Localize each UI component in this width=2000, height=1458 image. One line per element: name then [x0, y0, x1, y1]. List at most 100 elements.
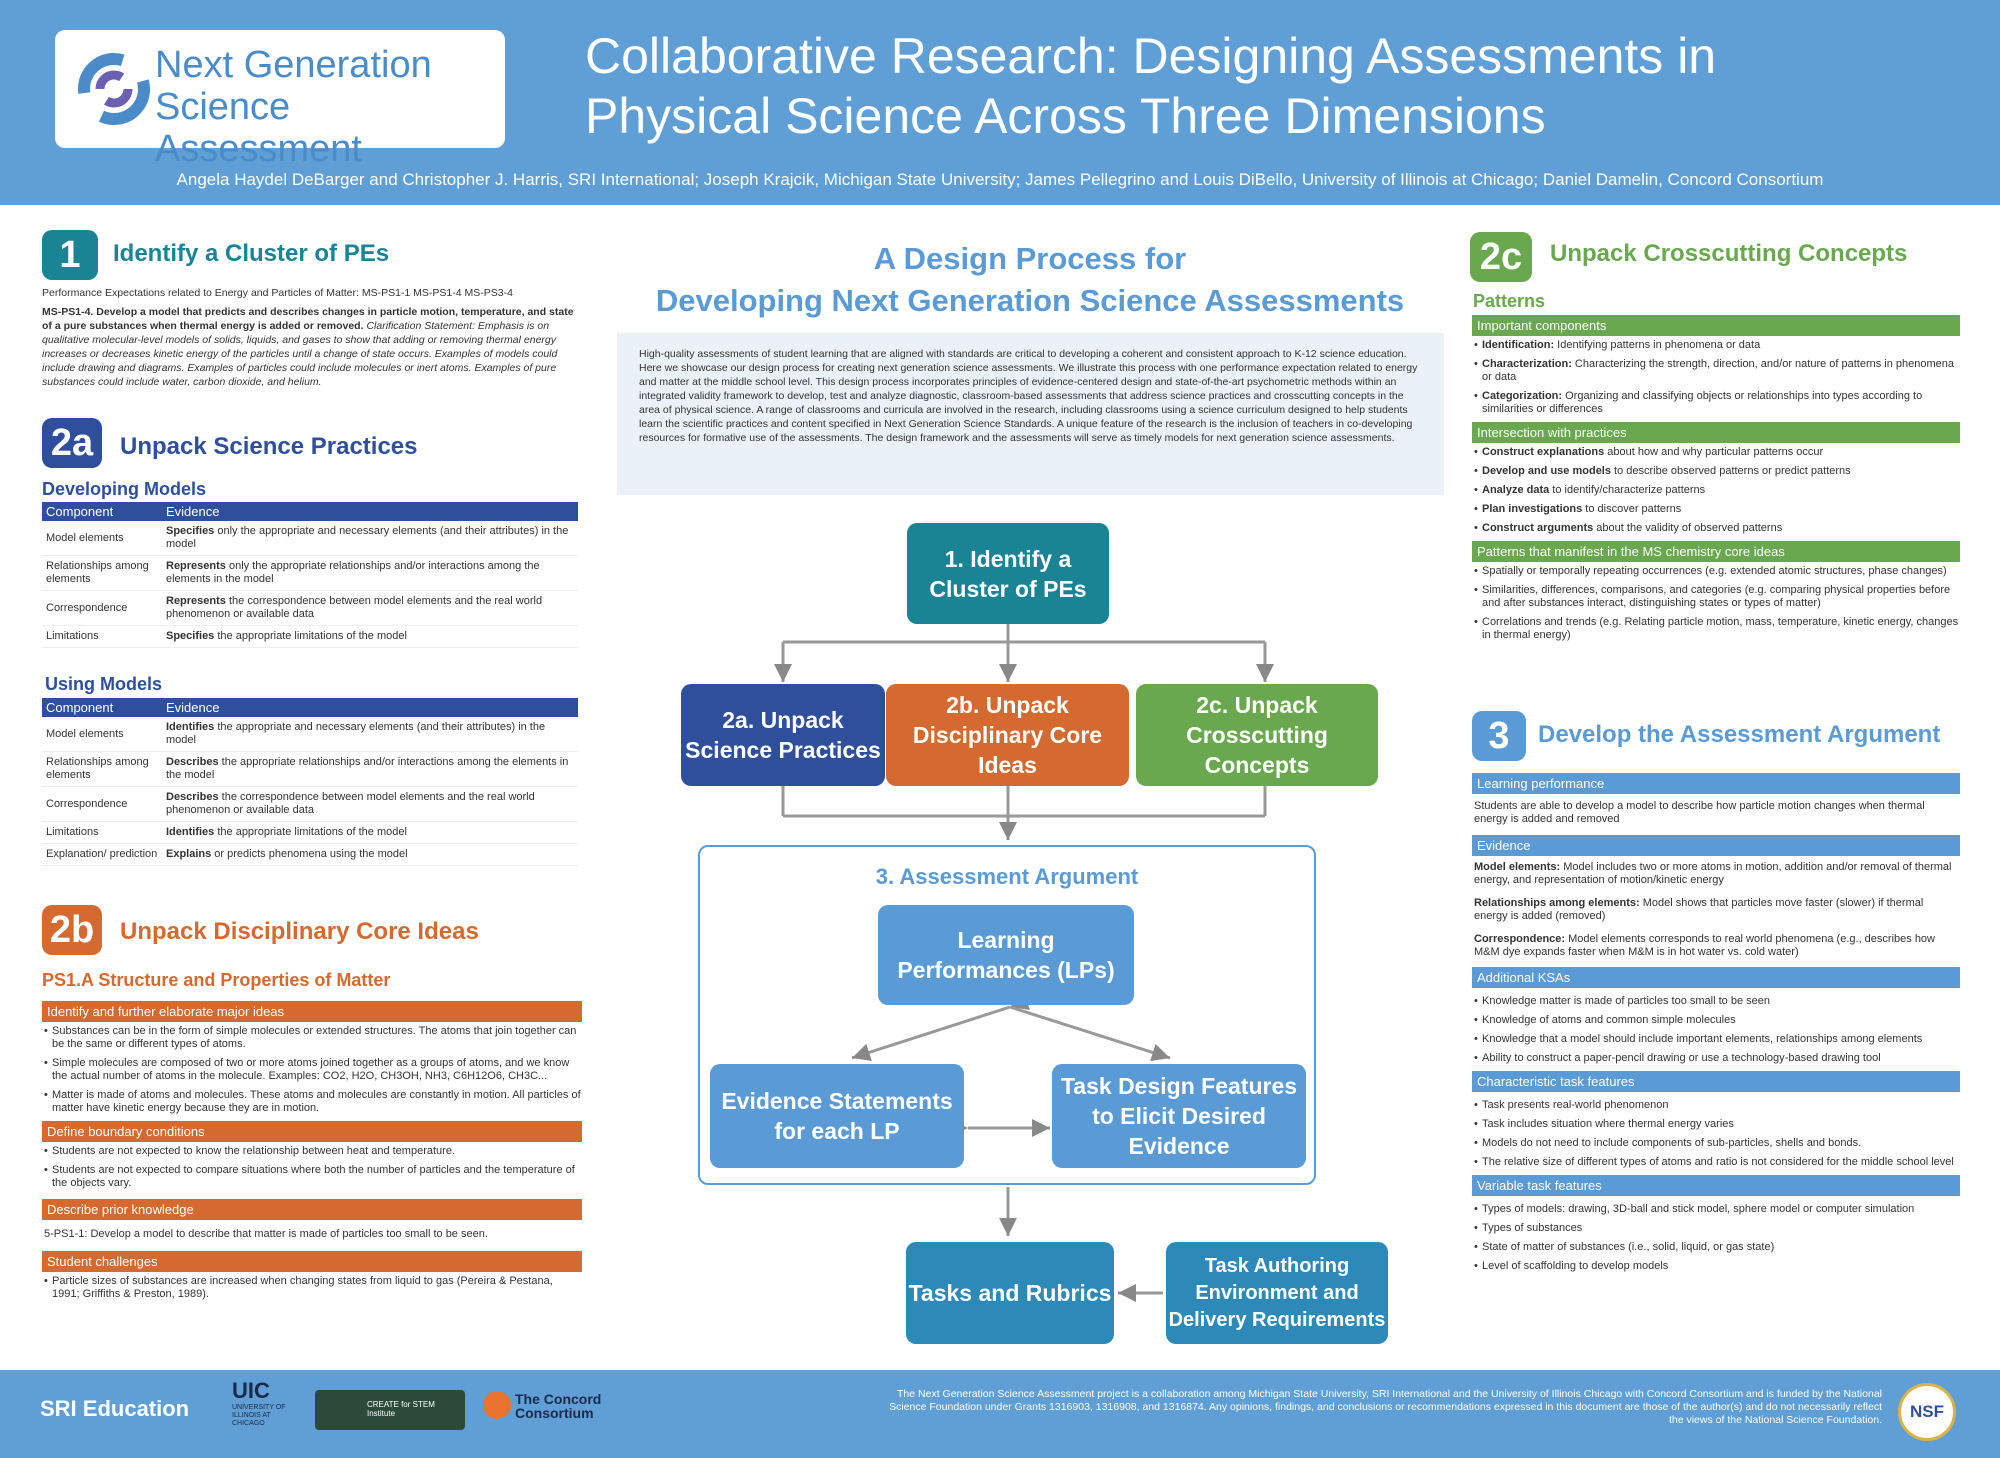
section-2c-title: Unpack Crosscutting Concepts — [1550, 240, 1908, 267]
col-component: Component — [42, 502, 162, 521]
evidence-cell: Represents only the appropriate relation… — [162, 555, 578, 591]
component-cell: Limitations — [42, 821, 162, 844]
list-item: State of matter of substances (i.e., sol… — [1472, 1238, 1960, 1257]
ctf-list: Task presents real-world phenomenonTask … — [1472, 1092, 1960, 1172]
footer-note: The Next Generation Science Assessment p… — [889, 1388, 1882, 1426]
evidence-lead: Relationships among elements: — [1474, 897, 1640, 909]
evidence-body: Model shows that particles move faster (… — [1474, 897, 1924, 922]
item-text: about how and why particular patterns oc… — [1604, 446, 1824, 458]
list-item: Ability to construct a paper-pencil draw… — [1472, 1049, 1960, 1068]
flow-box-tasks-rubrics: Tasks and Rubrics — [906, 1242, 1114, 1344]
evidence-text: the correspondence between model element… — [166, 791, 535, 816]
list-item: Matter is made of atoms and molecules. T… — [42, 1086, 582, 1118]
evidence-text: only the appropriate and necessary eleme… — [166, 525, 569, 550]
evidence-text: the appropriate and necessary elements (… — [166, 721, 546, 746]
list-item: Similarities, differences, comparisons, … — [1472, 581, 1960, 613]
item-lead: Construct explanations — [1482, 446, 1605, 458]
section-2b-title: Unpack Disciplinary Core Ideas — [120, 918, 479, 945]
intro-paragraph: High-quality assessments of student lear… — [617, 333, 1444, 495]
flow-box-identify-pes: 1. Identify a Cluster of PEs — [907, 523, 1109, 624]
list-item: Spatially or temporally repeating occurr… — [1472, 562, 1960, 581]
uic-logo: UIC — [232, 1378, 270, 1403]
evidence-verb: Explains — [166, 848, 212, 860]
list-item: Knowledge that a model should include im… — [1472, 1030, 1960, 1049]
list-item: Substances can be in the form of simple … — [42, 1022, 582, 1054]
item-text: Characterizing the strength, direction, … — [1482, 358, 1955, 383]
section-2a-title: Unpack Science Practices — [120, 433, 418, 460]
ksas-list: Knowledge matter is made of particles to… — [1472, 988, 1960, 1068]
list-item: Construct arguments about the validity o… — [1472, 519, 1960, 538]
component-cell: Relationships among elements — [42, 555, 162, 591]
vtf-list: Types of models: drawing, 3D-ball and st… — [1472, 1196, 1960, 1276]
flow-box-task-authoring: Task Authoring Environment and Delivery … — [1166, 1242, 1388, 1344]
item-text: Identifying patterns in phenomena or dat… — [1554, 339, 1761, 351]
item-text: to describe observed patterns or predict… — [1610, 465, 1851, 477]
evidence-cell: Represents the correspondence between mo… — [162, 590, 578, 626]
component-cell: Model elements — [42, 521, 162, 556]
item-lead: Analyze data — [1482, 484, 1550, 496]
lp-text: Students are able to develop a model to … — [1474, 800, 1925, 825]
evidence-verb: Specifies — [166, 630, 215, 642]
components-list: Identification: Identifying patterns in … — [1472, 336, 1960, 419]
ccc-bar-components: Important components — [1472, 315, 1960, 336]
evidence-cell: Identifies the appropriate limitations o… — [162, 821, 578, 844]
arg-bar-ctf: Characteristic task features — [1472, 1071, 1960, 1092]
concord-logo: The Concord Consortium — [515, 1391, 602, 1421]
concord-logo-icon — [483, 1391, 511, 1419]
list-item: Students are not expected to know the re… — [42, 1142, 582, 1161]
logo-text: Next Generation Science Assessment — [155, 44, 495, 170]
poster-title: Collaborative Research: Designing Assess… — [585, 26, 1975, 146]
flow-box-evidence-statements: Evidence Statements for each LP — [710, 1064, 964, 1168]
item-lead: Characterization: — [1482, 358, 1572, 370]
evidence-body: Model elements corresponds to real world… — [1474, 933, 1935, 958]
evidence-cell: Identifies the appropriate and necessary… — [162, 717, 578, 752]
evidence-cell: Describes the appropriate relationships … — [162, 751, 578, 787]
ngsa-logo-icon — [78, 53, 150, 125]
flow-box-task-design: Task Design Features to Elicit Desired E… — [1052, 1064, 1306, 1168]
list-item: Plan investigations to discover patterns — [1472, 500, 1960, 519]
arg-bar-ksas: Additional KSAs — [1472, 967, 1960, 988]
section-1-badge: 1 — [42, 230, 98, 280]
component-cell: Limitations — [42, 625, 162, 648]
pe-description: MS-PS1-4. Develop a model that predicts … — [42, 305, 577, 389]
evidence-text: only the appropriate relationships and/o… — [166, 560, 540, 585]
assessment-argument-title: 3. Assessment Argument — [875, 864, 1139, 889]
pe-italic: Clarification Statement: Emphasis is on … — [42, 320, 558, 388]
arg-bar-lp: Learning performance — [1472, 773, 1960, 794]
evidence-verb: Describes — [166, 791, 219, 803]
list-item: Characterization: Characterizing the str… — [1472, 355, 1960, 387]
center-title-line1: A Design Process for — [873, 241, 1187, 276]
component-cell: Model elements — [42, 717, 162, 752]
list-item: Correlations and trends (e.g. Relating p… — [1472, 613, 1960, 645]
prior-knowledge: 5-PS1-1: Develop a model to describe tha… — [44, 1228, 488, 1240]
using-models-title: Using Models — [45, 674, 163, 694]
argument-content: Learning performance Students are able t… — [1472, 770, 1960, 1276]
item-lead: Identification: — [1482, 339, 1555, 351]
item-lead: Plan investigations — [1482, 503, 1583, 515]
logo-line1: Next Generation — [155, 44, 432, 86]
logo-line2: Science Assessment — [155, 86, 362, 170]
flow-box-learning-performances: Learning Performances (LPs) — [878, 905, 1134, 1005]
manifest-list: Spatially or temporally repeating occurr… — [1472, 562, 1960, 645]
list-item: Simple molecules are composed of two or … — [42, 1054, 582, 1086]
section-2c-badge: 2c — [1470, 232, 1532, 282]
ccc-bar-intersection: Intersection with practices — [1472, 422, 1960, 443]
item-text: about the validity of observed patterns — [1593, 522, 1783, 534]
evidence-cell: Specifies only the appropriate and neces… — [162, 521, 578, 556]
list-item: Develop and use models to describe obser… — [1472, 462, 1960, 481]
item-text: to identify/characterize patterns — [1549, 484, 1706, 496]
list-item: Analyze data to identify/characterize pa… — [1472, 481, 1960, 500]
evidence-item: Relationships among elements: Model show… — [1472, 892, 1960, 928]
flow-box-2b: 2b. Unpack Disciplinary Core Ideas — [886, 684, 1129, 786]
evidence-verb: Specifies — [166, 525, 215, 537]
list-item: Categorization: Organizing and classifyi… — [1472, 387, 1960, 419]
evidence-verb: Represents — [166, 560, 226, 572]
list-item: Level of scaffolding to develop models — [1472, 1257, 1960, 1276]
list-item: Identification: Identifying patterns in … — [1472, 336, 1960, 355]
